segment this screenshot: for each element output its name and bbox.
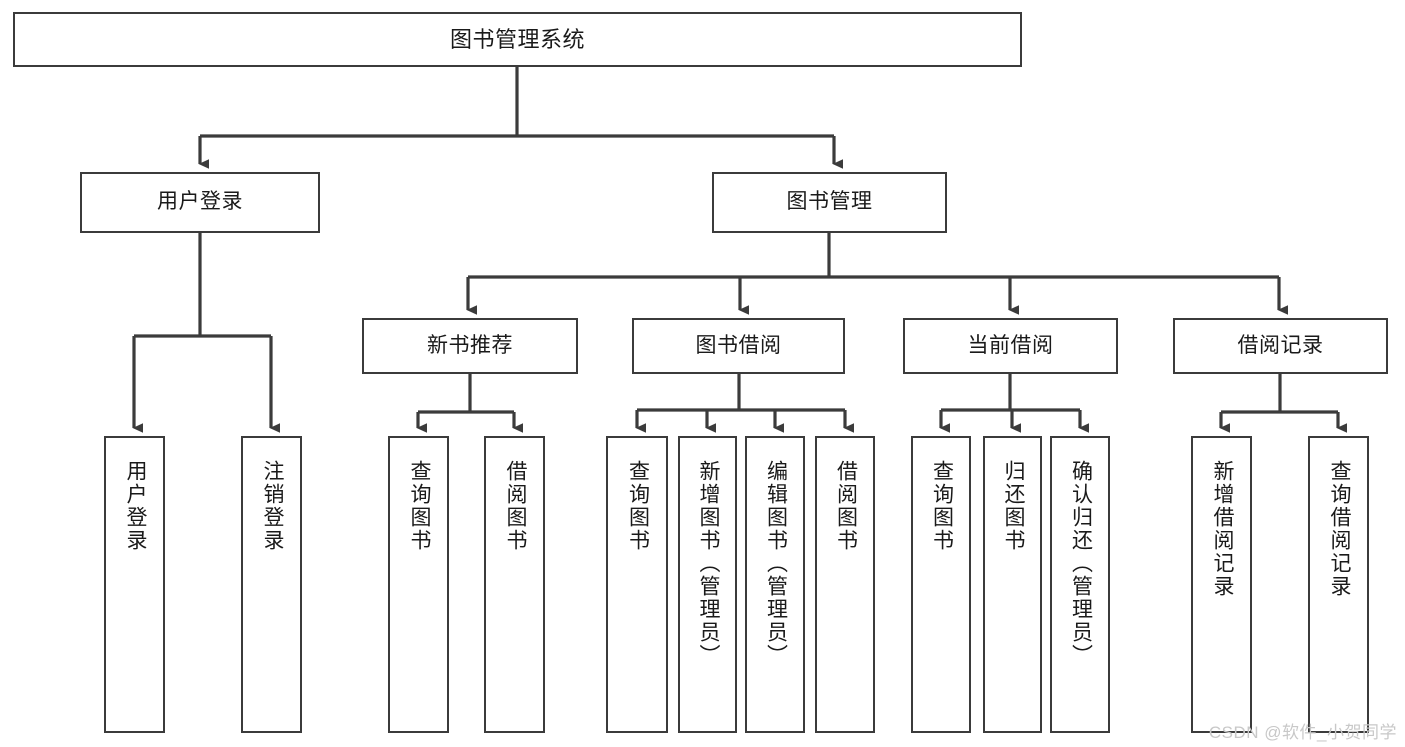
node-book-manage-label: 图书管理 <box>786 190 873 214</box>
node-leaf-query-borrow-record-label: 查询借阅记录 <box>1327 460 1351 598</box>
node-leaf-add-book-label: 新增图书（管理员） <box>696 460 720 667</box>
node-borrow-record-label: 借阅记录 <box>1237 333 1324 357</box>
node-leaf-query-book-recommend[interactable]: 查询图书 <box>388 436 449 733</box>
node-leaf-add-borrow-record[interactable]: 新增借阅记录 <box>1191 436 1252 733</box>
node-leaf-user-logout-label: 注销登录 <box>260 460 284 552</box>
node-leaf-query-book-recommend-label: 查询图书 <box>407 460 431 552</box>
node-new-book-recommend-label: 新书推荐 <box>427 333 513 357</box>
node-new-book-recommend[interactable]: 新书推荐 <box>362 318 578 374</box>
node-current-borrow-label: 当前借阅 <box>967 333 1054 357</box>
watermark: CSDN @软件_小贺同学 <box>1208 723 1397 742</box>
node-leaf-return-book-label: 归还图书 <box>1001 460 1025 552</box>
node-leaf-borrow-book-recommend[interactable]: 借阅图书 <box>484 436 545 733</box>
node-leaf-user-login[interactable]: 用户登录 <box>104 436 165 733</box>
node-book-borrow[interactable]: 图书借阅 <box>632 318 845 374</box>
node-leaf-user-login-label: 用户登录 <box>123 460 147 552</box>
node-root-label: 图书管理系统 <box>449 26 585 52</box>
node-book-borrow-label: 图书借阅 <box>695 333 782 357</box>
node-leaf-query-book-borrow[interactable]: 查询图书 <box>606 436 668 733</box>
node-user-login-label: 用户登录 <box>157 190 243 214</box>
node-root[interactable]: 图书管理系统 <box>13 12 1022 67</box>
node-leaf-edit-book[interactable]: 编辑图书（管理员） <box>745 436 805 733</box>
node-leaf-query-book-current[interactable]: 查询图书 <box>911 436 971 733</box>
node-leaf-query-book-borrow-label: 查询图书 <box>626 460 650 552</box>
node-leaf-confirm-return-label: 确认归还（管理员） <box>1069 460 1093 667</box>
node-leaf-query-book-current-label: 查询图书 <box>930 460 954 552</box>
node-leaf-borrow-book-label: 借阅图书 <box>834 460 858 552</box>
node-leaf-borrow-book-recommend-label: 借阅图书 <box>503 460 527 552</box>
node-leaf-query-borrow-record[interactable]: 查询借阅记录 <box>1308 436 1369 733</box>
node-leaf-user-logout[interactable]: 注销登录 <box>241 436 302 733</box>
node-leaf-return-book[interactable]: 归还图书 <box>983 436 1042 733</box>
node-leaf-edit-book-label: 编辑图书（管理员） <box>764 460 788 667</box>
node-leaf-add-book[interactable]: 新增图书（管理员） <box>678 436 737 733</box>
node-leaf-borrow-book[interactable]: 借阅图书 <box>815 436 875 733</box>
node-current-borrow[interactable]: 当前借阅 <box>903 318 1118 374</box>
node-borrow-record[interactable]: 借阅记录 <box>1173 318 1388 374</box>
node-book-manage[interactable]: 图书管理 <box>712 172 947 233</box>
node-user-login[interactable]: 用户登录 <box>80 172 320 233</box>
node-leaf-confirm-return[interactable]: 确认归还（管理员） <box>1050 436 1110 733</box>
node-leaf-add-borrow-record-label: 新增借阅记录 <box>1210 460 1234 598</box>
